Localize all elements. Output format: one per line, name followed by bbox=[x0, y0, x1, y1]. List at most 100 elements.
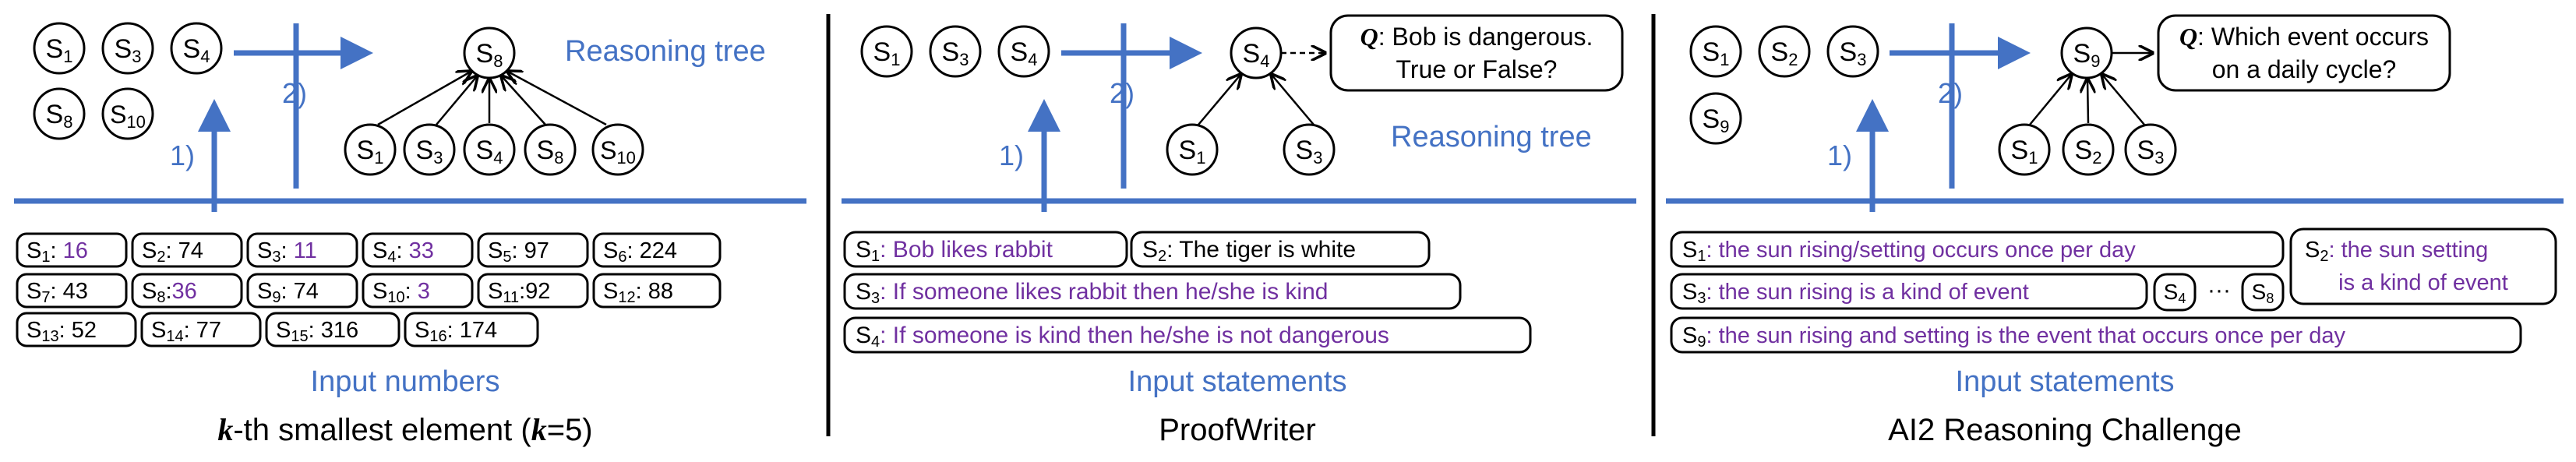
input-number-box: S3: 11 bbox=[246, 232, 358, 268]
svg-text:S10: S10 bbox=[600, 136, 636, 168]
statement-s1: S1: Bob likes rabbit bbox=[843, 231, 1128, 268]
svg-text:S10: 3: S10: 3 bbox=[372, 279, 430, 306]
node-top-s4: S4 bbox=[997, 25, 1050, 78]
svg-text:S4: S4 bbox=[1243, 39, 1270, 71]
node-top-s3: S3 bbox=[929, 25, 982, 78]
input-number-box: S1: 16 bbox=[16, 232, 128, 268]
svg-text:S9: S9 bbox=[2073, 39, 2101, 71]
statement-s2: S2: The tiger is white bbox=[1130, 231, 1431, 268]
edge-s3-s8 bbox=[436, 76, 477, 125]
caption-proofwriter: ProofWriter bbox=[1159, 413, 1316, 447]
input-number-box: S5: 97 bbox=[477, 232, 589, 268]
svg-text:S7: 43: S7: 43 bbox=[26, 279, 88, 306]
svg-text:True or False?: True or False? bbox=[1396, 55, 1558, 83]
svg-text:S8: S8 bbox=[537, 136, 564, 168]
caption-kth: k-th smallest element (k=5) bbox=[217, 412, 592, 447]
node-top-s3: S3 bbox=[1826, 25, 1879, 78]
edge-s1-s4 bbox=[1198, 75, 1240, 125]
tree-child-s1: S1 bbox=[344, 123, 397, 176]
panel-arc: S1 S2 S3 S9 1) 2) S9 S1 S2 S3 Q: Which e… bbox=[1666, 14, 2564, 447]
svg-text:S3: If someone likes rabbit th: S3: If someone likes rabbit then he/she … bbox=[856, 279, 1328, 307]
svg-text:S8: S8 bbox=[476, 39, 503, 71]
node-top-s1: S1 bbox=[1689, 25, 1742, 78]
question-box: Q: Which event occurs on a daily cycle? bbox=[2157, 14, 2451, 92]
tree-child-s8: S8 bbox=[524, 123, 577, 176]
svg-text:is a kind of event: is a kind of event bbox=[2338, 270, 2508, 295]
node-top-s9: S9 bbox=[1689, 92, 1742, 145]
edge-s8-s8 bbox=[502, 76, 546, 125]
svg-text:S3: S3 bbox=[2137, 136, 2165, 168]
node-s4: S4 bbox=[2153, 273, 2197, 312]
svg-text:S5: 97: S5: 97 bbox=[488, 238, 549, 266]
svg-text:S9: 74: S9: 74 bbox=[257, 279, 319, 306]
reasoning-tree-label: Reasoning tree bbox=[1391, 121, 1592, 153]
svg-text:S2: The tiger is white: S2: The tiger is white bbox=[1142, 237, 1356, 265]
panel-kth-smallest: S1 S3 S4 S8 S10 1) 2) Reasoning tree S8 … bbox=[14, 22, 806, 447]
step-2-label: 2) bbox=[1110, 77, 1134, 109]
svg-text:S1: S1 bbox=[46, 34, 73, 66]
statement-s3: S3: If someone likes rabbit then he/she … bbox=[843, 273, 1462, 310]
edge-s1-s9 bbox=[2029, 75, 2071, 125]
step-2-label: 2) bbox=[1938, 77, 1963, 109]
node-top-s8: S8 bbox=[33, 87, 86, 140]
statement-s4: S4: If someone is kind then he/she is no… bbox=[843, 316, 1532, 354]
svg-text:S1: S1 bbox=[2011, 136, 2038, 168]
svg-text:S4: If someone is kind then he: S4: If someone is kind then he/she is no… bbox=[856, 323, 1389, 351]
input-number-box: S16: 174 bbox=[404, 312, 539, 347]
step-1-label: 1) bbox=[999, 139, 1024, 171]
node-s8: S8 bbox=[2241, 273, 2285, 312]
input-number-box: S8:36 bbox=[131, 273, 243, 309]
svg-text:S3: S3 bbox=[942, 37, 969, 69]
question-box: Q: Bob is dangerous. True or False? bbox=[1329, 14, 1624, 92]
svg-text:S16: 174: S16: 174 bbox=[415, 318, 497, 345]
tree-child-s3: S3 bbox=[403, 123, 456, 176]
svg-text:S2: S2 bbox=[2075, 136, 2102, 168]
svg-text:S3: S3 bbox=[1840, 37, 1867, 69]
caption-arc: AI2 Reasoning Challenge bbox=[1888, 413, 2242, 447]
svg-text:S8: S8 bbox=[46, 100, 73, 132]
svg-text:Q: Bob is dangerous.: Q: Bob is dangerous. bbox=[1360, 23, 1593, 51]
svg-text:S1: 16: S1: 16 bbox=[26, 238, 88, 266]
svg-text:S3: S3 bbox=[416, 136, 443, 168]
input-number-box: S6: 224 bbox=[592, 232, 722, 268]
svg-text:S3: S3 bbox=[115, 34, 142, 66]
edge-s1-s8 bbox=[377, 72, 471, 126]
svg-text:S8: S8 bbox=[2252, 280, 2274, 306]
svg-text:S1: S1 bbox=[873, 37, 901, 69]
svg-text:S4: S4 bbox=[476, 136, 503, 168]
svg-text:S4: S4 bbox=[2164, 280, 2186, 306]
statement-s3: S3: the sun rising is a kind of event bbox=[1670, 273, 2148, 310]
svg-text:S2: S2 bbox=[1771, 37, 1798, 69]
svg-text:S4: 33: S4: 33 bbox=[372, 238, 434, 266]
input-number-box: S15: 316 bbox=[265, 312, 401, 347]
ellipsis: ··· bbox=[2207, 277, 2231, 303]
tree-child-s2: S2 bbox=[2062, 123, 2115, 176]
input-number-box: S7: 43 bbox=[16, 273, 128, 309]
edge-s3-s9 bbox=[2102, 75, 2145, 125]
tree-child-s3: S3 bbox=[1283, 123, 1336, 176]
panel-proofwriter: S1 S3 S4 1) 2) S4 S1 S3 Q: Bob is danger… bbox=[842, 14, 1636, 447]
svg-text:S14: 77: S14: 77 bbox=[151, 318, 221, 345]
svg-text:S10: S10 bbox=[110, 101, 146, 132]
svg-text:S9: S9 bbox=[1703, 104, 1730, 136]
node-top-s3: S3 bbox=[101, 22, 154, 75]
svg-text:S8:36: S8:36 bbox=[142, 279, 197, 306]
svg-text:S1: S1 bbox=[1703, 37, 1730, 69]
svg-text:S12: 88: S12: 88 bbox=[603, 279, 673, 306]
tree-root-s9: S9 bbox=[2060, 26, 2113, 79]
statement-s1: S1: the sun rising/setting occurs once p… bbox=[1670, 231, 2285, 268]
node-top-s2: S2 bbox=[1758, 25, 1811, 78]
svg-text:S4: S4 bbox=[1011, 37, 1038, 69]
svg-text:S1: S1 bbox=[357, 136, 384, 168]
tree-root-s8: S8 bbox=[463, 26, 516, 79]
input-number-box: S10: 3 bbox=[362, 273, 474, 309]
tree-child-s4: S4 bbox=[463, 123, 516, 176]
input-numbers-label: Input numbers bbox=[311, 365, 500, 398]
svg-text:S1: S1 bbox=[1179, 136, 1206, 168]
input-statements-label: Input statements bbox=[1956, 365, 2175, 398]
svg-text:S1: Bob likes rabbit: S1: Bob likes rabbit bbox=[856, 237, 1053, 265]
input-number-box: S9: 74 bbox=[246, 273, 358, 309]
svg-text:S13: 52: S13: 52 bbox=[26, 318, 97, 345]
